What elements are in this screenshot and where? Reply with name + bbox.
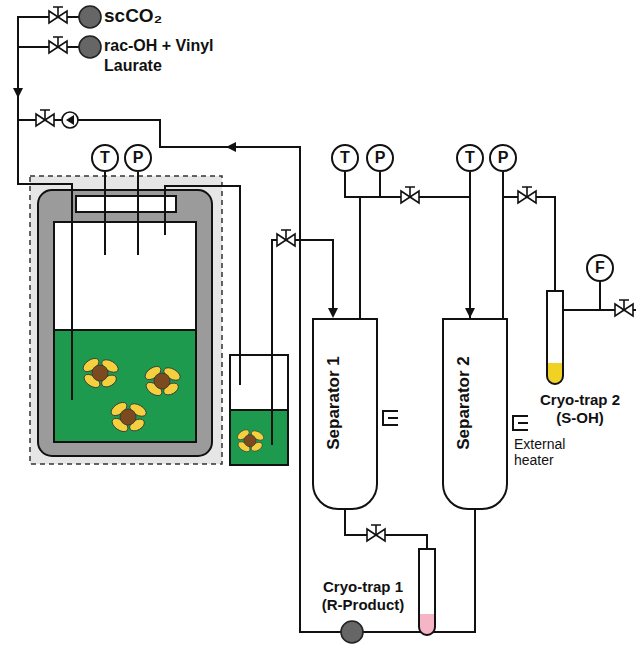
outlet-pipe [165,186,240,385]
valve-handle [53,37,63,47]
flow-arrow [13,88,23,98]
valve-handle [281,230,291,240]
pipe-line [564,282,600,310]
flow-arrow [328,308,338,318]
heater-symbol [383,411,398,425]
gauge-circle: P [124,144,152,172]
gauge-letter: P [498,149,509,167]
gauge-circle: T [91,144,119,172]
separator-name: Separator 2 [454,356,474,450]
gauge-circle: F [586,254,614,282]
reactor-lid [76,196,176,212]
pipe [67,17,79,47]
valve-handle [522,187,532,197]
pipe-line [345,172,360,318]
recycle-pipe [18,120,475,632]
enzyme [81,356,121,391]
pipe-connector [564,282,600,310]
pipe-connector [360,172,380,318]
pipe-line [360,172,380,318]
feed-label: rac-OH + Vinyl Laurate [104,36,214,76]
flow-arrow [226,142,236,152]
gauge-letter: P [133,149,144,167]
catch-liquid [230,410,288,465]
catch-vessel [230,355,288,465]
trap-name: Cryo-trap 1 (R-Product) [314,578,412,614]
pipe-connector [470,172,471,318]
pipe-connector [360,197,475,318]
valve-handle [53,7,63,17]
valves [36,7,633,541]
gauge-letter: P [375,149,386,167]
separator-vessel: Separator 2 [442,318,508,510]
pipe-line [345,510,427,548]
valve-handle [40,110,50,120]
gauge-letter: T [465,149,475,167]
cryo-trap: Cryo-trap 1 (R-Product) [418,548,436,636]
gauge-circle: T [331,144,359,172]
gauge-circle: P [366,144,394,172]
pipe-connector [345,172,360,318]
enzyme [109,400,149,435]
pipe-line [469,172,471,318]
flow-arrows [13,88,338,318]
heating-jacket [30,176,222,464]
gauge-pipe [105,172,138,255]
reactor-vessel [38,190,212,456]
gauge-letter: F [595,259,605,277]
feed-label: scCO₂ [104,5,162,27]
valve-handle [371,525,381,535]
separator-vessel: Separator 1 [312,318,378,510]
pipework [18,17,636,632]
gauge-circle: T [456,144,484,172]
feed-pipe [18,46,49,48]
enzyme [236,428,266,454]
heater-note: External heater [514,436,576,468]
cryo-trap: Cryo-trap 2 (S-OH) [546,290,564,385]
pipe-line [360,197,470,318]
pump-symbol [79,6,101,28]
trap-name: Cryo-trap 2 (S-OH) [531,391,629,427]
pump-symbol [79,36,101,58]
reactor-cavity [54,222,196,442]
valve-handle [619,300,629,310]
gauge-circle: P [489,144,517,172]
separator-name: Separator 1 [324,356,344,450]
check-valve-arrow [66,115,74,125]
reaction-liquid [54,330,196,442]
gauge-letter: T [340,149,350,167]
pump-symbol [341,621,363,643]
heater-symbol [513,416,528,430]
feed-pipe [18,17,72,400]
gauge-letter: T [100,149,110,167]
pipe-connector [345,510,427,548]
enzyme [143,364,183,399]
valve-handle [405,187,415,197]
check-valve [62,112,78,128]
